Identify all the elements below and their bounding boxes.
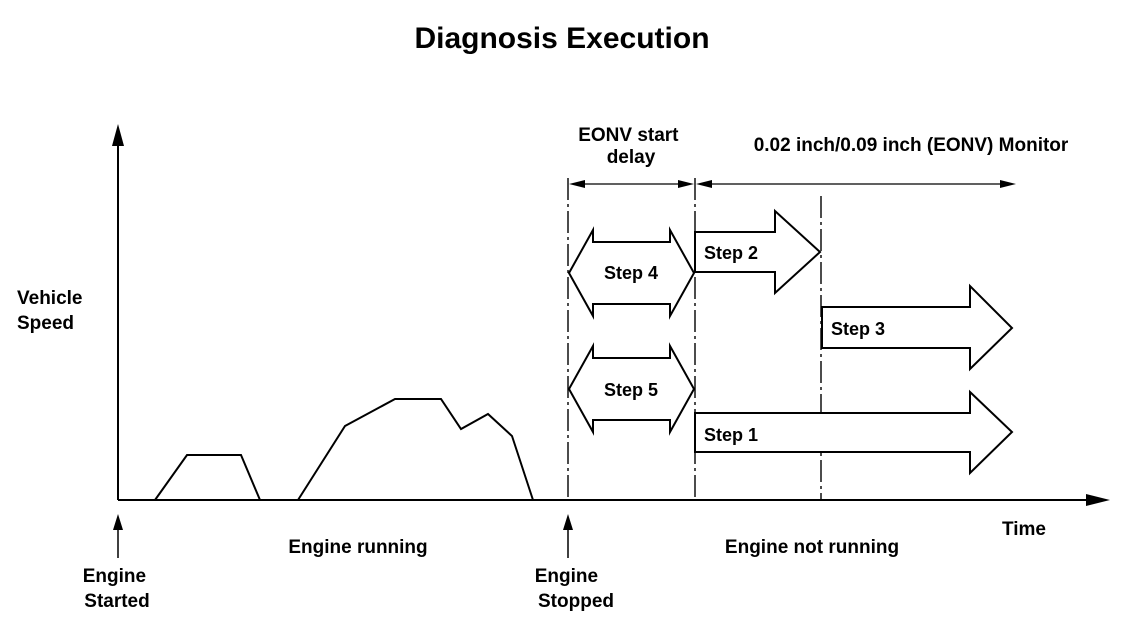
- step3-label: Step 3: [831, 319, 885, 339]
- monitor-right-arrowhead: [1000, 180, 1016, 188]
- engine-started-arrowhead: [113, 514, 123, 530]
- x-axis-label: Time: [1002, 519, 1046, 540]
- eonv-start-delay-label: EONV start delay: [578, 125, 684, 168]
- y-axis-arrowhead: [112, 124, 124, 146]
- step4-label: Step 4: [604, 263, 658, 283]
- eonv-start-delay-left-arrowhead: [569, 180, 585, 188]
- step3-arrow: [821, 283, 1014, 372]
- step2-label: Step 2: [704, 243, 758, 263]
- diagram-title: Diagnosis Execution: [414, 22, 709, 55]
- step2-arrow: [694, 208, 822, 296]
- step1-label: Step 1: [704, 425, 758, 445]
- step5-double-arrow: [567, 342, 696, 436]
- step1-arrow: [694, 389, 1014, 476]
- engine-stopped-arrowhead: [563, 514, 573, 530]
- monitor-left-arrowhead: [696, 180, 712, 188]
- x-axis-arrowhead: [1086, 494, 1110, 506]
- engine-started-label: Engine Started: [83, 566, 152, 612]
- vehicle-speed-trace-trip-2: [297, 398, 534, 501]
- engine-running-label: Engine running: [288, 537, 427, 558]
- vehicle-speed-trace-trip-1: [154, 454, 261, 501]
- monitor-label: 0.02 inch/0.09 inch (EONV) Monitor: [754, 135, 1069, 156]
- eonv-start-delay-right-arrowhead: [678, 180, 694, 188]
- y-axis-label: Vehicle Speed: [17, 288, 88, 334]
- step5-label: Step 5: [604, 380, 658, 400]
- engine-not-running-label: Engine not running: [725, 537, 899, 558]
- engine-stopped-label: Engine Stopped: [535, 566, 614, 612]
